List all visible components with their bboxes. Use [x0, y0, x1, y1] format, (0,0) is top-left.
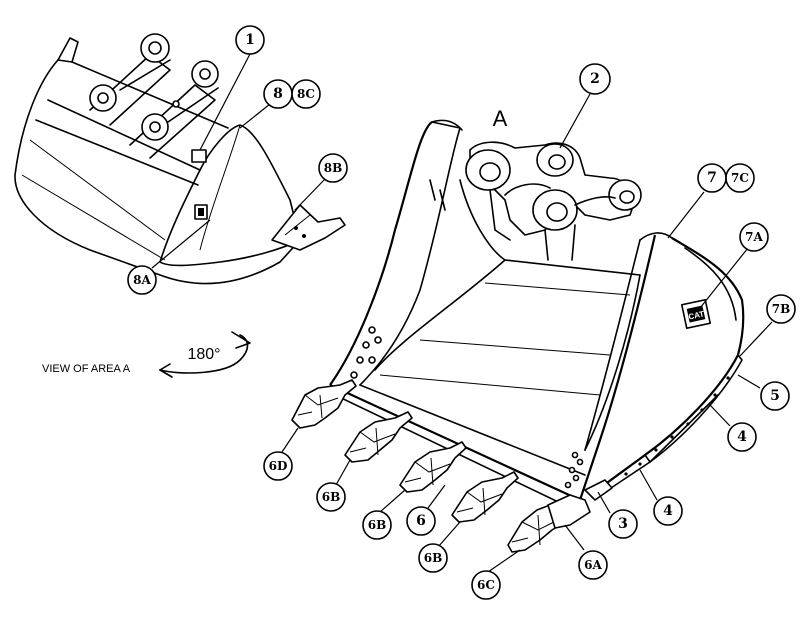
- small-bucket-view: [14, 33, 346, 285]
- small-bucket-shell-outline: [14, 59, 301, 285]
- left-side-plate-front-edge: [329, 121, 433, 386]
- corner-adapter-6A: [547, 494, 591, 529]
- right-shell-upper-curve: [684, 247, 737, 321]
- small-bucket-pin-bosses: [89, 33, 219, 159]
- linkage-bosses: [429, 141, 642, 261]
- right-shell-outline: [597, 237, 745, 491]
- small-bucket-top-rib: [47, 99, 201, 171]
- callout-8: 8: [263, 79, 293, 109]
- cutting-edge-front: [329, 384, 581, 501]
- callout-2: 2: [579, 63, 611, 95]
- wear-strip-bolts: [624, 376, 730, 476]
- rotation-label: 180°: [187, 346, 220, 363]
- tooth-6D: [291, 379, 357, 429]
- interior-floor-line-2: [379, 374, 601, 396]
- callout-8C-text: 8C: [297, 87, 315, 101]
- right-side-plate-front-edge: [578, 234, 657, 501]
- cat-logo-plate: CAT: [680, 298, 712, 330]
- callout-6A-text: 6A: [584, 558, 602, 572]
- interior-floor-line-3: [484, 282, 631, 296]
- left-side-plate-inner-edge: [359, 121, 461, 386]
- interior-back-top: [504, 259, 641, 276]
- callout-6B-left: 6B: [316, 482, 346, 512]
- rotation-arrow: [159, 331, 251, 378]
- callout-6C-text: 6C: [477, 578, 495, 592]
- callout-7B-text: 7B: [772, 302, 791, 316]
- callout-5-text: 5: [770, 388, 780, 404]
- callout-2-text: 2: [590, 71, 600, 87]
- callout-6B-mid: 6B: [362, 510, 392, 540]
- callout-6B-right-text: 6B: [424, 551, 443, 565]
- callout-6D-text: 6D: [269, 459, 288, 473]
- cat-logo-text: CAT: [688, 309, 705, 321]
- callout-6-text: 6: [416, 513, 426, 529]
- small-bucket-top-corner: [57, 37, 79, 63]
- small-bucket-mid-line: [29, 139, 166, 241]
- callout-6D: 6D: [263, 451, 293, 481]
- interior-floor-line-1: [419, 339, 611, 356]
- end-bit-3: [584, 479, 613, 501]
- callout-7A-text: 7A: [745, 230, 763, 244]
- callout-6A: 6A: [578, 550, 608, 580]
- cutting-edge-back: [359, 384, 586, 476]
- callout-7: 7: [697, 163, 727, 193]
- interior-right-crease: [584, 274, 641, 451]
- callout-8B-text: 8B: [324, 161, 343, 175]
- callout-1: 1: [235, 25, 265, 55]
- wear-strip-4a: [649, 394, 719, 463]
- right-side-plate-top: [639, 232, 673, 241]
- tooth-6B-mid: [399, 441, 467, 493]
- callout-6B-mid-text: 6B: [368, 518, 387, 532]
- callout-8A-text: 8A: [133, 273, 151, 287]
- callout-3: 3: [608, 509, 638, 539]
- leader-lines: [151, 53, 773, 573]
- small-bucket-logo-mark: [198, 208, 204, 216]
- small-bucket-decal-plate: [191, 149, 207, 163]
- small-bucket-top-edge: [71, 61, 229, 129]
- small-bucket-side-edge: [199, 124, 241, 251]
- interior-left-crease: [374, 259, 506, 371]
- right-side-plate-inner-edge: [584, 239, 641, 451]
- callout-8-text: 8: [273, 86, 283, 102]
- interior-left-wall: [459, 179, 506, 261]
- callout-6: 6: [406, 506, 436, 536]
- right-plate-holes: [564, 451, 584, 489]
- left-side-plate-top: [431, 119, 463, 131]
- callout-6B-right: 6B: [418, 543, 448, 573]
- callout-7A: 7A: [739, 222, 769, 252]
- callout-6B-left-text: 6B: [322, 490, 341, 504]
- callout-3-text: 3: [618, 516, 628, 532]
- left-plate-holes: [350, 326, 382, 379]
- tooth-6B-left: [344, 411, 413, 463]
- small-bucket-tooth: [271, 204, 346, 251]
- callout-8C: 8C: [291, 79, 321, 109]
- callout-7C-text: 7C: [731, 171, 749, 185]
- callout-4-lower: 4: [653, 496, 683, 526]
- wear-strip-5: [644, 354, 743, 463]
- callout-7-text: 7: [707, 170, 717, 186]
- callout-4-upper: 4: [727, 422, 757, 452]
- callout-4-upper-text: 4: [737, 429, 747, 445]
- small-bucket-bottom-line: [21, 174, 166, 261]
- tooth-6B-right: [451, 471, 519, 523]
- large-bucket-view: CAT: [291, 119, 745, 553]
- callout-7B: 7B: [766, 294, 796, 324]
- callout-8A: 8A: [127, 265, 157, 295]
- callout-8B: 8B: [318, 153, 348, 183]
- callout-6C: 6C: [471, 570, 501, 600]
- view-label: VIEW OF AREA A: [42, 363, 131, 375]
- callout-7C: 7C: [725, 163, 755, 193]
- small-bucket-top-rib-2: [35, 119, 199, 186]
- callout-5: 5: [760, 381, 790, 411]
- area-label: A: [493, 106, 508, 131]
- callout-4-lower-text: 4: [663, 503, 673, 519]
- callout-1-text: 1: [245, 32, 255, 48]
